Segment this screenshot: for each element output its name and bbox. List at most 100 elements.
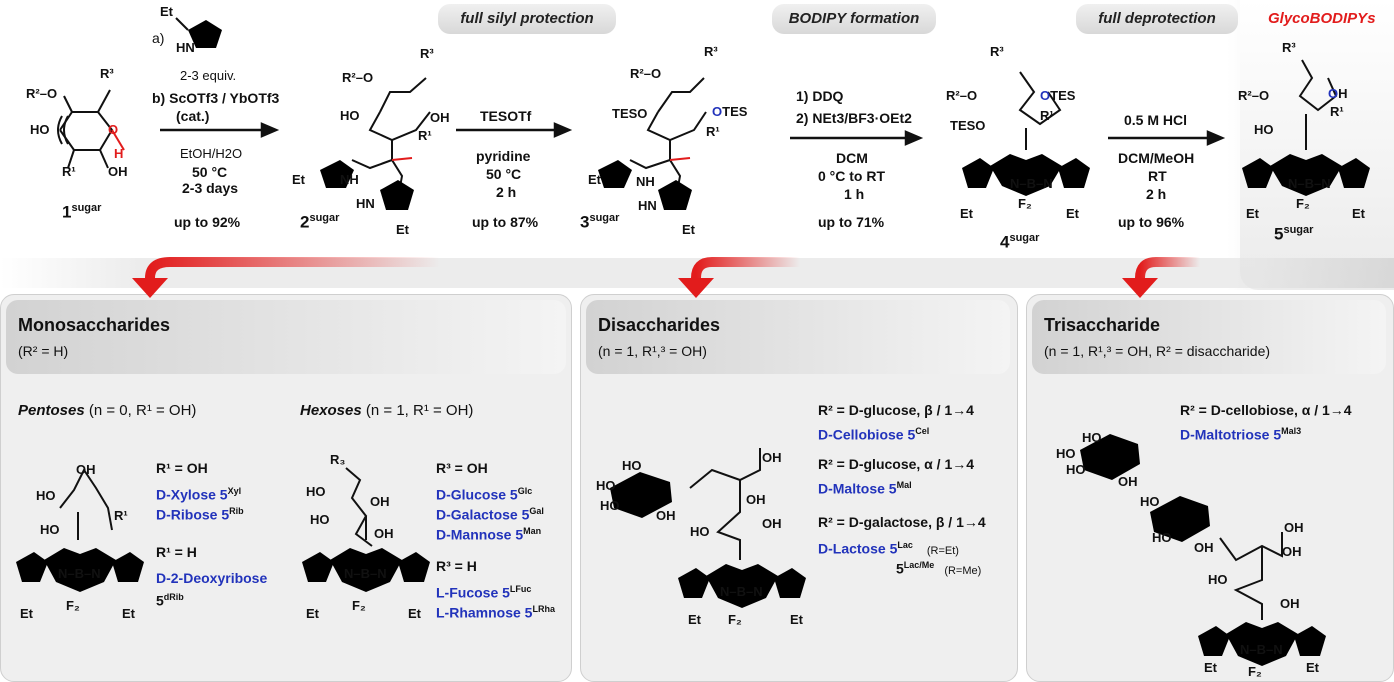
step1-equiv: 2-3 equiv. (180, 68, 237, 83)
tri-et1: Et (1204, 660, 1217, 675)
step1-a-label: a) (152, 30, 165, 46)
structure-4 (962, 71, 1090, 196)
atom-oh-5: OH (1328, 86, 1348, 101)
pentose-deoxyribose-id: 5dRib (156, 592, 184, 609)
di-group-1: R² = D-glucose, β / 1→4 (818, 402, 974, 418)
pentose-ribose: D-Ribose 5Rib (156, 506, 244, 523)
title-disaccharides: Disaccharides (598, 315, 721, 335)
compound-2-label: 2sugar (300, 212, 340, 232)
structure-ethylpyrrole (175, 17, 222, 48)
atom-et-2b: Et (396, 222, 409, 237)
step3-yield: up to 71% (818, 214, 885, 230)
step4-yield: up to 96% (1118, 214, 1185, 230)
pill-silyl-protection: full silyl protection (438, 4, 616, 34)
pentose-group-1: R¹ = OH (156, 460, 208, 476)
atom-r2o-3: R²–O (630, 66, 662, 81)
di-oh4: HO (690, 524, 710, 539)
hex-ho2: HO (310, 512, 330, 527)
pent-oh: OH (76, 462, 96, 477)
atom-r2o-4: R²–O (946, 88, 978, 103)
hexose-glucose: D-Glucose 5Glc (436, 486, 533, 503)
ethylpyrrole-hn: HN (176, 40, 195, 55)
atom-oh-2: OH (430, 110, 450, 125)
structure-trisaccharide (1080, 434, 1326, 666)
hex-oh2: OH (374, 526, 394, 541)
hexose-fucose: L-Fucose 5LFuc (436, 584, 532, 601)
compound-5-label: 5sugar (1274, 224, 1314, 244)
ethylpyrrole-et: Et (160, 4, 173, 19)
title-trisaccharide: Trisaccharide (1044, 315, 1161, 335)
hex-f2: F₂ (352, 598, 366, 613)
atom-r3-1: R³ (100, 66, 114, 81)
di-oh2: OH (762, 450, 782, 465)
compound-3-label: 3sugar (580, 212, 620, 232)
step4-solvent: DCM/MeOH (1118, 150, 1195, 166)
hexose-mannose: D-Mannose 5Man (436, 526, 542, 543)
pent-ho2: HO (40, 522, 60, 537)
atom-bf2-4: N–B–N (1010, 176, 1053, 191)
step3-temp: 0 °C to RT (818, 168, 886, 184)
hex-et1: Et (306, 606, 319, 621)
di-group-3: R² = D-galactose, β / 1→4 (818, 514, 986, 530)
tri-oh4: OH (1282, 544, 1302, 559)
header-di (586, 300, 1010, 374)
atom-oh-1: OH (108, 164, 128, 179)
di-maltose: D-Maltose 5Mal (818, 480, 912, 497)
hexose-galactose: D-Galactose 5Gal (436, 506, 544, 523)
atom-r1-3: R¹ (706, 124, 720, 139)
pentose-group-2: R¹ = H (156, 544, 197, 560)
atom-r1-4: R¹ (1040, 108, 1054, 123)
structure-2 (320, 77, 431, 210)
arrow-mono (132, 257, 440, 298)
di-ho1: HO (622, 458, 642, 473)
brand-title: GlycoBODIPYs (1268, 10, 1376, 27)
structure-1 (57, 89, 125, 169)
tri-f2: F₂ (1248, 664, 1262, 679)
tri-et2: Et (1306, 660, 1319, 675)
pent-r1: R¹ (114, 508, 128, 523)
tri-maltotriose: D-Maltotriose 5Mal3 (1180, 426, 1302, 443)
di-lactose: D-Lactose 5Lac(R=Et) (818, 540, 959, 557)
brand-band (1240, 0, 1394, 290)
atom-teso-3: TESO (612, 106, 648, 121)
pill-full-deprotection: full deprotection (1076, 4, 1238, 34)
reaction-arrows (160, 122, 1226, 146)
header-mono (6, 300, 566, 374)
atom-et-5b: Et (1352, 206, 1365, 221)
di-oh3: OH (746, 492, 766, 507)
step1-time: 2-3 days (182, 180, 239, 196)
tri-group-1: R² = D-cellobiose, α / 1→4 (1180, 402, 1352, 418)
di-oh5: OH (762, 516, 782, 531)
atom-hn-2: HN (356, 196, 375, 211)
compound-4-label: 4sugar (1000, 232, 1040, 252)
atom-ho-2: HO (340, 108, 360, 123)
structure-disaccharide (610, 448, 806, 608)
pill-bodipy-formation: BODIPY formation (772, 4, 936, 34)
atom-et-2a: Et (292, 172, 305, 187)
step2-temp: 50 °C (486, 166, 522, 182)
atom-r3-4: R³ (990, 44, 1004, 59)
hexoses-heading: Hexoses (n = 1, R¹ = OH) (300, 402, 474, 419)
structure-hexose-bodipy (302, 467, 430, 592)
pent-ho1: HO (36, 488, 56, 503)
tri-ho3: HO (1066, 462, 1086, 477)
di-bn: N–B–N (720, 584, 763, 599)
hex-r3: R₃ (330, 452, 346, 467)
pent-f2: F₂ (66, 598, 80, 613)
atom-nh-3: NH (636, 174, 655, 189)
atom-et-3b: Et (682, 222, 695, 237)
atom-r3-2: R³ (420, 46, 434, 61)
step3-r1: 1) DDQ (796, 88, 844, 104)
step3-time: 1 h (844, 186, 865, 202)
pent-et1: Et (20, 606, 33, 621)
structure-pentose-bodipy (16, 468, 144, 592)
atom-et-4a: Et (960, 206, 973, 221)
atom-hn-3: HN (638, 198, 657, 213)
atom-r1-2: R¹ (418, 128, 432, 143)
atom-h-1: H (114, 146, 124, 161)
step1-temp: 50 °C (192, 164, 228, 180)
atom-otes-4: OTES (1040, 88, 1076, 103)
atom-et-3a: Et (588, 172, 601, 187)
compound-1-label: 1sugar (62, 202, 102, 222)
